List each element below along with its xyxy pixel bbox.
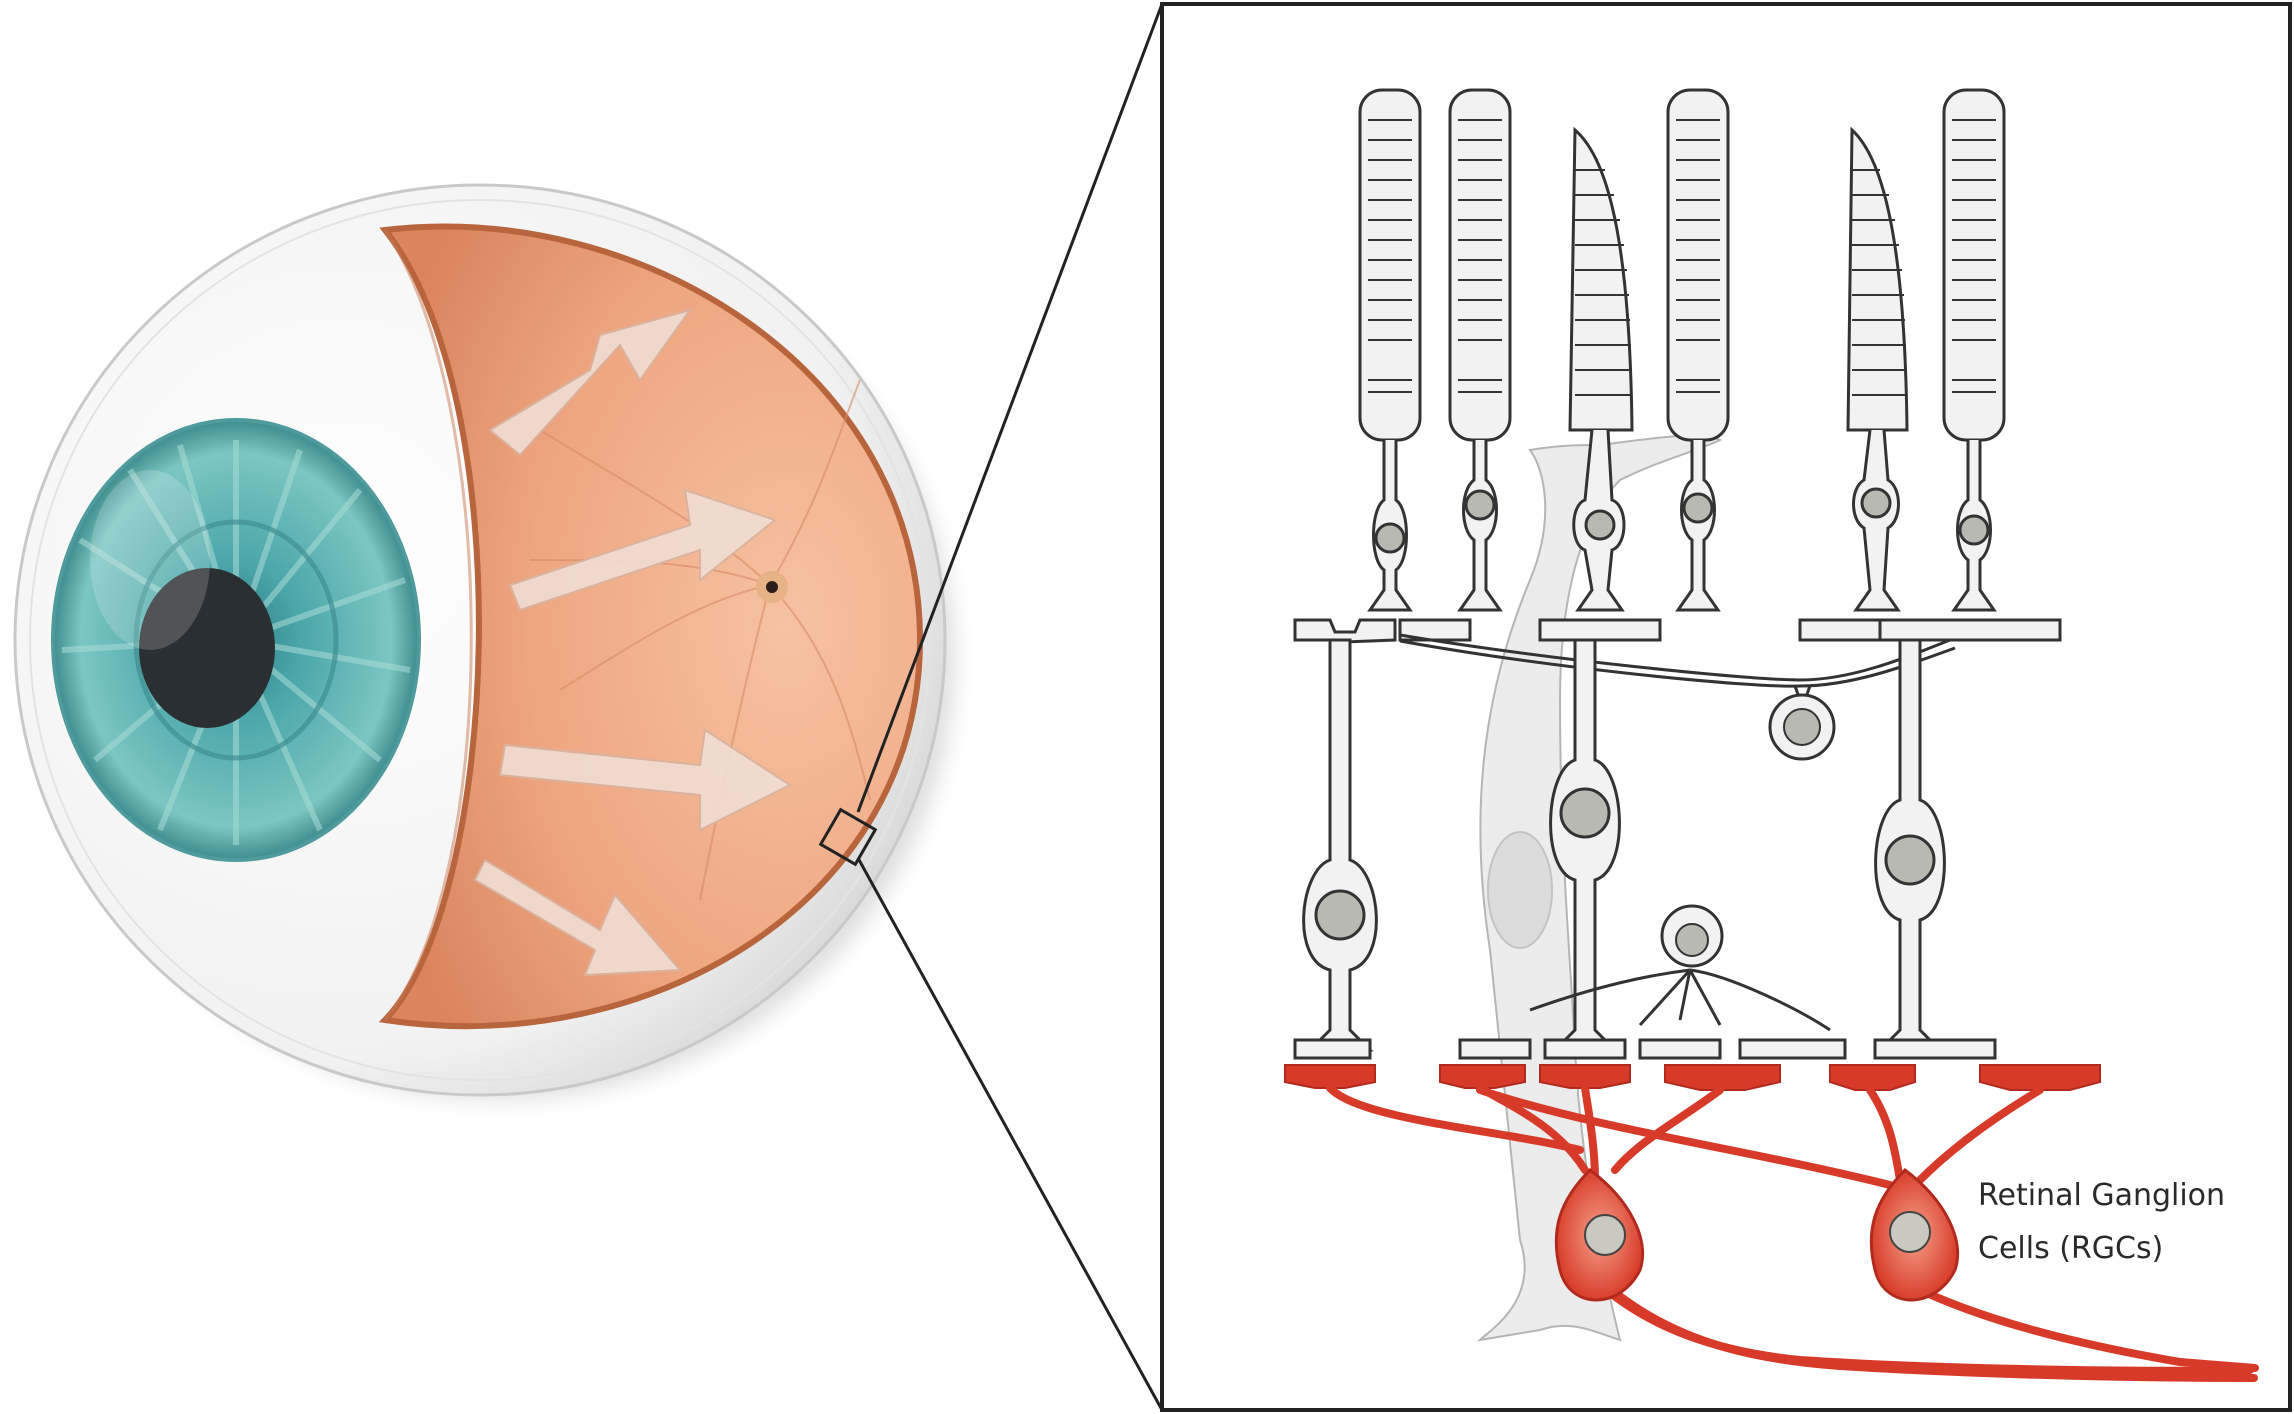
rgc-label-line1: Retinal Ganglion bbox=[1978, 1178, 2225, 1213]
rgc-label-line2: Cells (RGCs) bbox=[1978, 1231, 2163, 1266]
amacrine-cell-nucleus bbox=[1676, 924, 1708, 956]
zoom-line-top bbox=[858, 4, 1162, 812]
iris bbox=[53, 420, 419, 860]
cornea-highlight bbox=[90, 470, 210, 650]
fovea-center bbox=[766, 581, 778, 593]
horizontal-cell-nucleus bbox=[1784, 709, 1820, 745]
zoom-line-bottom bbox=[858, 858, 1162, 1410]
eyeball bbox=[15, 185, 955, 1100]
muller-nucleus bbox=[1488, 832, 1552, 948]
